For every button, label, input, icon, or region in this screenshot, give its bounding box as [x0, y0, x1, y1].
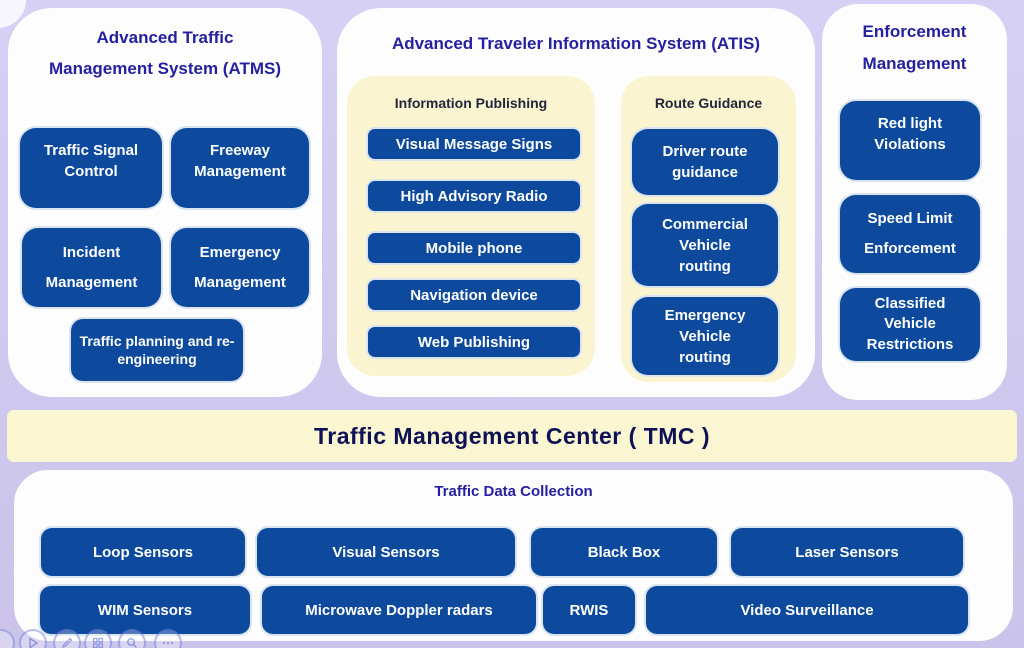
atms-title-line2: Management System (ATMS) — [48, 59, 282, 78]
search-icon[interactable] — [118, 629, 146, 648]
atis-box-web-publishing: Web Publishing — [366, 325, 582, 359]
enforcement-title-line1: Enforcement — [862, 22, 967, 41]
more-icon[interactable] — [154, 629, 182, 648]
atis-box-driver-route-guidance: Driver route guidance — [630, 127, 780, 197]
atms-box-incident-management: Incident Management — [20, 226, 163, 309]
tmc-title: Traffic Management Center ( TMC ) — [313, 422, 711, 449]
enforcement-title: Enforcement Management — [822, 16, 1007, 80]
sensor-box-rwis: RWIS — [541, 584, 637, 636]
enforcement-box-red-light-violations: Red light Violations — [838, 99, 982, 182]
information-publishing-subpanel: Information Publishing Visual Message Si… — [347, 76, 595, 376]
route-guidance-title: Route Guidance — [654, 95, 763, 111]
atms-title-line1: Advanced Traffic — [96, 28, 234, 47]
atms-title: Advanced Traffic Management System (ATMS… — [8, 22, 322, 84]
atis-box-high-advisory-radio: High Advisory Radio — [366, 179, 582, 213]
sensor-box-visual-sensors: Visual Sensors — [255, 526, 517, 578]
atis-box-navigation-device: Navigation device — [366, 278, 582, 312]
atms-box-traffic-signal-control: Traffic Signal Control — [18, 126, 164, 210]
route-guidance-subpanel: Route Guidance Driver route guidance Com… — [621, 76, 796, 382]
sensor-box-microwave-doppler-radars: Microwave Doppler radars — [260, 584, 538, 636]
sensor-box-video-surveillance: Video Surveillance — [644, 584, 970, 636]
atms-box-traffic-planning: Traffic planning and re-engineering — [69, 317, 245, 383]
enforcement-box-classified-vehicle-restrictions: Classified Vehicle Restrictions — [838, 286, 982, 363]
atis-box-emergency-vehicle-routing: Emergency Vehicle routing — [630, 295, 780, 377]
sensor-box-loop-sensors: Loop Sensors — [39, 526, 247, 578]
traffic-data-collection-title: Traffic Data Collection — [434, 483, 593, 500]
enforcement-title-line2: Management — [862, 54, 967, 73]
atis-panel: Advanced Traveler Information System (AT… — [337, 8, 815, 397]
atis-box-mobile-phone: Mobile phone — [366, 231, 582, 265]
atms-panel: Advanced Traffic Management System (ATMS… — [8, 8, 322, 397]
traffic-data-collection-panel: Traffic Data Collection Loop Sensors Vis… — [14, 470, 1013, 641]
play-icon[interactable] — [19, 629, 47, 648]
sensor-box-black-box: Black Box — [529, 526, 719, 578]
enforcement-box-speed-limit-enforcement: Speed Limit Enforcement — [838, 193, 982, 275]
information-publishing-title: Information Publishing — [394, 95, 548, 111]
sensor-box-wim-sensors: WIM Sensors — [38, 584, 252, 636]
atms-box-emergency-management: Emergency Management — [169, 226, 311, 309]
toolbar-partial-circle[interactable] — [0, 629, 15, 648]
atis-title: Advanced Traveler Information System (AT… — [391, 34, 761, 53]
atis-box-commercial-vehicle-routing: Commercial Vehicle routing — [630, 202, 780, 288]
atis-box-visual-message-signs: Visual Message Signs — [366, 127, 582, 161]
enforcement-panel: Enforcement Management Red light Violati… — [822, 4, 1007, 400]
atms-box-freeway-management: Freeway Management — [169, 126, 311, 210]
tmc-bar: Traffic Management Center ( TMC ) — [7, 410, 1017, 462]
sensor-box-laser-sensors: Laser Sensors — [729, 526, 965, 578]
pencil-icon[interactable] — [53, 629, 81, 648]
grid-icon[interactable] — [84, 629, 112, 648]
